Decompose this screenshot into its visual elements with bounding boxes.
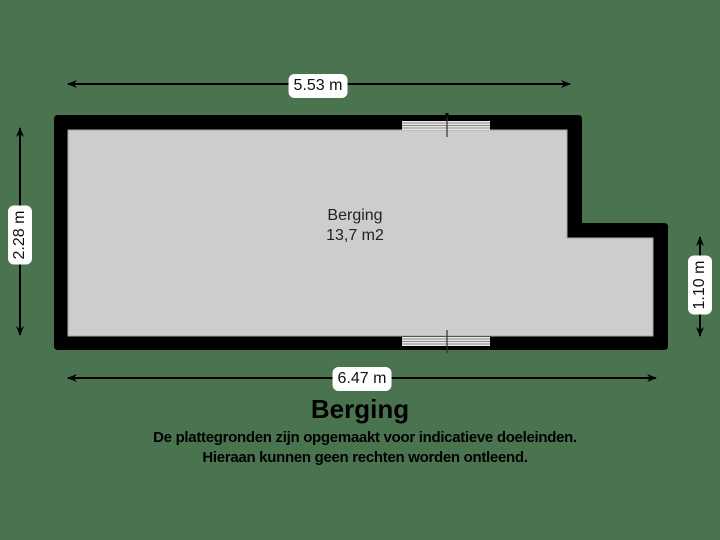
room-floor — [67, 129, 654, 337]
dimension-label-left: 2.28 m — [8, 205, 32, 265]
disclaimer: De plattegronden zijn opgemaakt voor ind… — [153, 428, 577, 468]
dimension-label-right: 1.10 m — [688, 255, 712, 315]
room-area: 13,7 m2 — [326, 227, 384, 244]
disclaimer-line-2: Hieraan kunnen geen rechten worden ontle… — [202, 449, 528, 466]
dimension-label-top: 5.53 m — [288, 74, 348, 98]
dimension-label-bottom: 6.47 m — [332, 367, 392, 391]
plan-title: Berging — [310, 394, 410, 424]
disclaimer-line-1: De plattegronden zijn opgemaakt voor ind… — [153, 429, 577, 446]
room-name: Berging — [327, 207, 383, 224]
window-bottom — [402, 330, 490, 353]
room-label: Berging 13,7 m2 — [326, 206, 384, 246]
window-top — [402, 113, 490, 137]
